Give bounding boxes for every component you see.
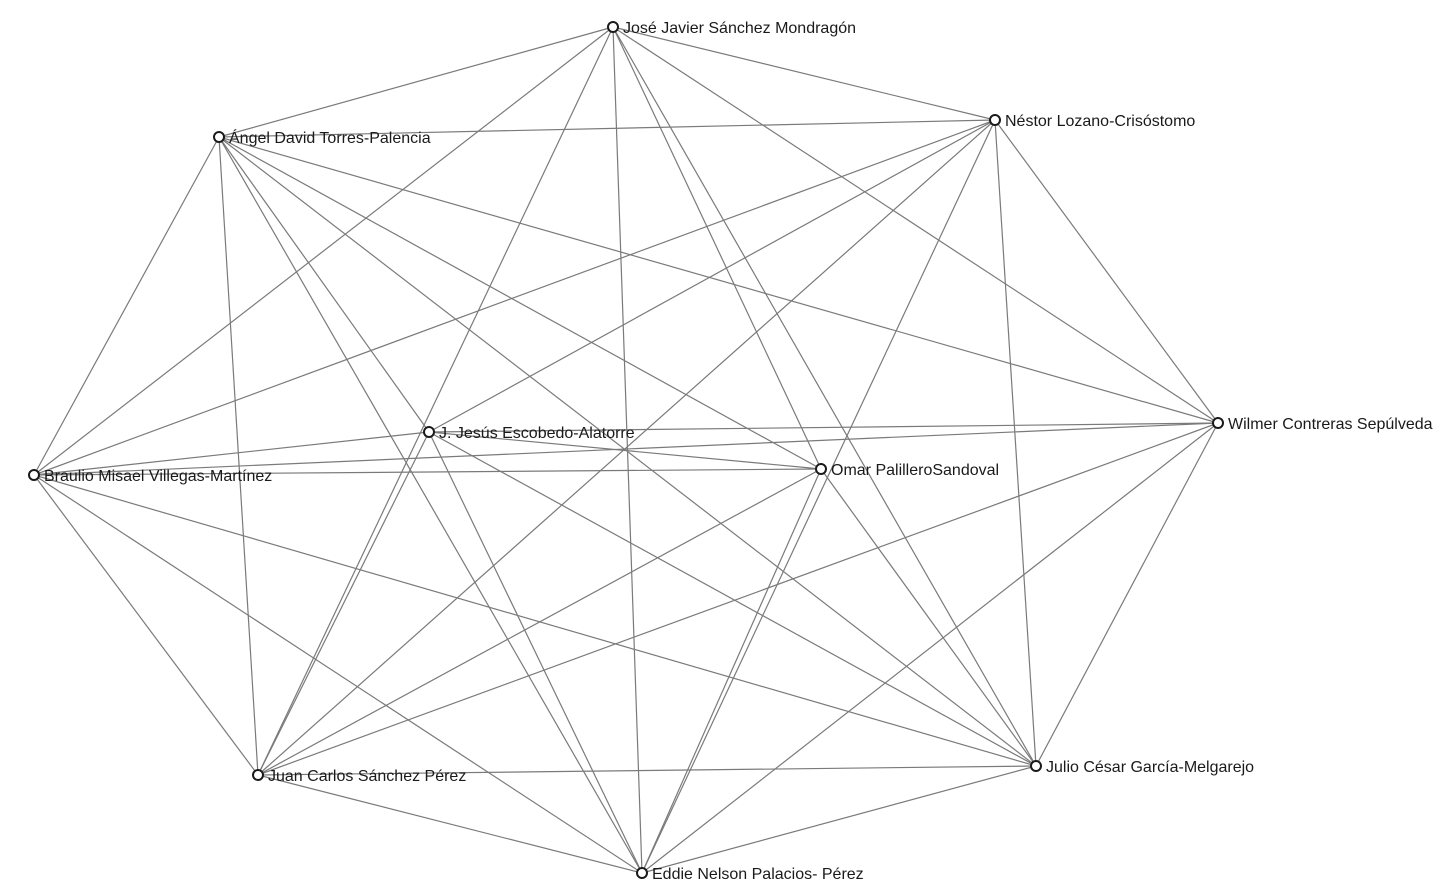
edge-jose-nestor — [612, 26, 996, 121]
edge-jose-wilmer — [612, 26, 1219, 424]
node-label: Omar PalilleroSandoval — [831, 462, 999, 479]
edge-jesus-eddie — [428, 431, 643, 874]
edge-nestor-jesus — [428, 119, 996, 433]
edge-wilmer-eddie — [641, 422, 1219, 874]
node-label: Wilmer Contreras Sepúlveda — [1228, 416, 1433, 433]
edge-nestor-braulio — [33, 119, 996, 476]
node-marker[interactable] — [1212, 417, 1224, 429]
node-label: Néstor Lozano-Crisóstomo — [1005, 113, 1195, 130]
node-wilmer[interactable]: Wilmer Contreras Sepúlveda — [1212, 416, 1433, 433]
node-marker[interactable] — [28, 469, 40, 481]
edge-jesus-omar — [428, 431, 822, 470]
node-marker[interactable] — [636, 867, 648, 879]
node-label: Juan Carlos Sánchez Pérez — [268, 768, 466, 785]
edge-wilmer-julio — [1035, 422, 1219, 767]
edge-julio-juan — [257, 765, 1037, 776]
edge-jesus-juan — [257, 431, 430, 776]
edge-jose-angel — [218, 26, 614, 138]
node-marker[interactable] — [815, 463, 827, 475]
edge-angel-omar — [218, 136, 822, 470]
edge-jesus-braulio — [33, 431, 430, 476]
node-jose[interactable]: José Javier Sánchez Mondragón — [607, 20, 856, 37]
edge-omar-braulio — [33, 468, 822, 476]
edge-omar-julio — [820, 468, 1037, 767]
node-eddie[interactable]: Eddie Nelson Palacios- Pérez — [636, 866, 864, 883]
edge-layer — [33, 26, 1219, 874]
node-label: Braulio Misael Villegas-Martínez — [44, 468, 272, 485]
edge-jose-juan — [257, 26, 614, 776]
node-omar[interactable]: Omar PalilleroSandoval — [815, 462, 999, 479]
edge-angel-wilmer — [218, 136, 1219, 424]
node-angel[interactable]: Ángel David Torres-Palencia — [213, 128, 431, 147]
edge-jose-eddie — [612, 26, 643, 874]
node-marker[interactable] — [1030, 760, 1042, 772]
edge-angel-jesus — [218, 136, 430, 433]
edge-nestor-julio — [994, 119, 1037, 767]
node-label: José Javier Sánchez Mondragón — [623, 20, 856, 37]
edge-jesus-julio — [428, 431, 1037, 767]
node-jesus[interactable]: J. Jesús Escobedo-Alatorre — [423, 425, 635, 442]
node-label: Ángel David Torres-Palencia — [229, 128, 431, 147]
node-marker[interactable] — [989, 114, 1001, 126]
node-juan[interactable]: Juan Carlos Sánchez Pérez — [252, 768, 466, 785]
edge-wilmer-juan — [257, 422, 1219, 776]
edge-juan-eddie — [257, 774, 643, 874]
edge-jose-braulio — [33, 26, 614, 476]
edge-braulio-eddie — [33, 474, 643, 874]
edge-angel-julio — [218, 136, 1037, 767]
node-label: J. Jesús Escobedo-Alatorre — [439, 425, 635, 442]
edge-angel-braulio — [33, 136, 220, 476]
edge-braulio-julio — [33, 474, 1037, 767]
edge-jose-julio — [612, 26, 1037, 767]
node-marker[interactable] — [252, 769, 264, 781]
edge-julio-eddie — [641, 765, 1037, 874]
edge-wilmer-braulio — [33, 422, 1219, 476]
edge-jose-omar — [612, 26, 822, 470]
edge-omar-eddie — [641, 468, 822, 874]
node-label: Julio César García-Melgarejo — [1046, 759, 1254, 776]
node-marker[interactable] — [213, 131, 225, 143]
edge-wilmer-jesus — [428, 422, 1219, 433]
node-nestor[interactable]: Néstor Lozano-Crisóstomo — [989, 113, 1195, 130]
edge-nestor-eddie — [641, 119, 996, 874]
edge-nestor-angel — [218, 119, 996, 138]
edge-braulio-juan — [33, 474, 259, 776]
node-marker[interactable] — [423, 426, 435, 438]
node-marker[interactable] — [607, 21, 619, 33]
node-julio[interactable]: Julio César García-Melgarejo — [1030, 759, 1254, 776]
edge-angel-eddie — [218, 136, 643, 874]
node-label: Eddie Nelson Palacios- Pérez — [652, 866, 864, 883]
edge-nestor-juan — [257, 119, 996, 776]
edge-angel-juan — [218, 136, 259, 776]
node-braulio[interactable]: Braulio Misael Villegas-Martínez — [28, 468, 272, 485]
edge-nestor-wilmer — [994, 119, 1219, 424]
